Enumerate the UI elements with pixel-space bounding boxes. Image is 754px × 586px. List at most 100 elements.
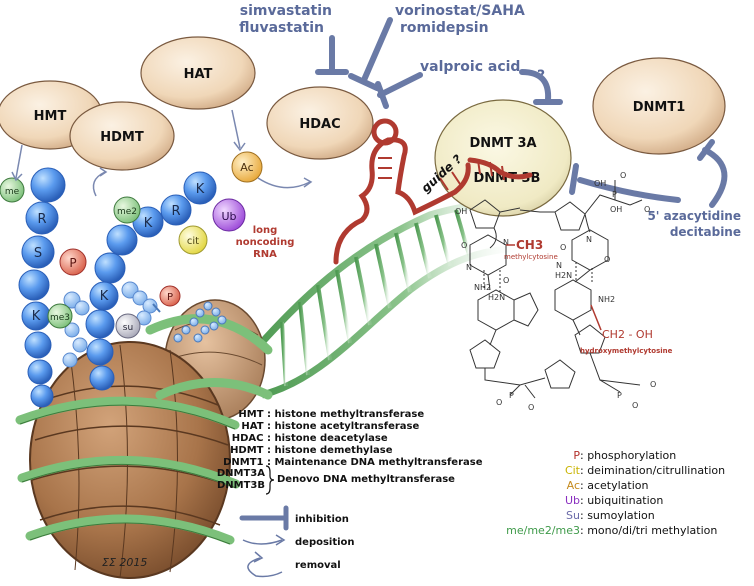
- svg-text:P: P: [612, 190, 617, 199]
- bead-left-K: K: [32, 309, 41, 324]
- svg-text:P: P: [617, 391, 622, 400]
- svg-text:O: O: [528, 403, 534, 412]
- abbr-key: HAT :: [241, 421, 271, 432]
- bead-right-R: R: [171, 204, 180, 219]
- inhibition-icon: [239, 505, 289, 531]
- abbr-key: DNMT1 :: [223, 457, 271, 468]
- lncrna: [333, 118, 533, 265]
- svg-text:O: O: [560, 243, 566, 252]
- svg-text:deposition: deposition: [295, 537, 355, 548]
- bead-right-K1: K: [196, 182, 205, 197]
- legend-row-phosphorylation: P: phosphorylation: [480, 449, 676, 462]
- ch2oh-bond: [590, 304, 602, 331]
- mod-su: su: [115, 313, 141, 339]
- svg-text:NH2: NH2: [598, 295, 615, 304]
- svg-text:O: O: [632, 401, 638, 410]
- svg-text:HMT: HMT: [34, 109, 67, 124]
- abbr-desc: histone acetyltransferase: [274, 421, 420, 432]
- svg-text:CH3: CH3: [516, 238, 543, 252]
- chem-labels: OH OH OH NH2 H2N NH2 H2N N N N N O O O O…: [455, 171, 656, 412]
- mod-me3: me3: [47, 303, 73, 329]
- abbr-row-dnmt1: DNMT1 : Maintenance DNA methyltransferas…: [213, 457, 483, 468]
- abbr-key: HDAC :: [231, 433, 271, 444]
- svg-text:OH: OH: [610, 205, 622, 214]
- svg-text:decitabine: decitabine: [670, 225, 741, 239]
- svg-text:su: su: [123, 323, 133, 333]
- svg-text:cit: cit: [187, 236, 199, 247]
- mod-me2: me2: [113, 196, 141, 224]
- svg-text:Ac: Ac: [240, 161, 253, 174]
- enzyme-dnmt1: DNMT1: [592, 57, 726, 155]
- abbr-desc: histone methyltransferase: [274, 409, 425, 420]
- legend-abbr: me/me2/me3: [506, 524, 580, 537]
- arrow-legend-labels: inhibition deposition removal: [295, 514, 355, 571]
- bead-right-K2: K: [144, 216, 153, 231]
- lncrna-label: long noncoding RNA: [236, 225, 295, 260]
- drug-hypomethylating: 5' azacytidine decitabine: [647, 209, 741, 239]
- svg-text:hydroxymethylcytosine: hydroxymethylcytosine: [580, 347, 673, 355]
- bead-right-K3: K: [100, 289, 109, 304]
- svg-text:NH2: NH2: [474, 283, 491, 292]
- abbr-key: DNMT3B: [216, 480, 265, 491]
- legend-abbr: Cit: [564, 464, 580, 477]
- svg-text:O: O: [503, 276, 509, 285]
- svg-text:me3: me3: [50, 313, 70, 323]
- hydroxymethylcytosine-label: CH2 - OH hydroxymethylcytosine: [580, 328, 673, 355]
- svg-text:long: long: [253, 225, 278, 236]
- bead-left-S: S: [34, 246, 42, 261]
- enzyme-arrows: [11, 109, 313, 197]
- mod-me: me: [0, 177, 25, 203]
- abbr-desc: Maintenance DNA methyltransferase: [274, 457, 483, 468]
- legend-desc: : sumoylation: [580, 509, 655, 522]
- abbr-desc: histone demethylase: [274, 445, 393, 456]
- svg-text:H2N: H2N: [555, 271, 572, 280]
- svg-text:HAT: HAT: [184, 67, 213, 82]
- bead-left-R: R: [37, 212, 46, 227]
- mod-cit: cit: [178, 225, 208, 255]
- svg-text:HDAC: HDAC: [299, 117, 340, 132]
- lncrna-ticks: [378, 157, 505, 191]
- abbr-key: DNMT3A: [216, 468, 265, 479]
- artist-signature: ƩƩ 2015: [102, 556, 147, 569]
- svg-text:O: O: [461, 241, 467, 250]
- svg-text:noncoding: noncoding: [236, 237, 295, 248]
- svg-text:O: O: [644, 205, 650, 214]
- legend-desc: : deimination/citrullination: [580, 464, 726, 477]
- legend-abbr: P: [573, 449, 580, 462]
- svg-text:fluvastatin: fluvastatin: [239, 20, 324, 36]
- svg-text:N: N: [556, 261, 562, 270]
- svg-text:Ub: Ub: [221, 210, 236, 223]
- abbr-row-hdac: HDAC : histone deacetylase: [213, 433, 388, 444]
- svg-text:OH: OH: [455, 207, 467, 216]
- svg-text:P: P: [69, 256, 76, 270]
- svg-text:vorinostat/SAHA: vorinostat/SAHA: [395, 3, 525, 19]
- svg-text:inhibition: inhibition: [295, 514, 349, 525]
- dna-wrap: [15, 314, 273, 545]
- legend-abbr: Ub: [564, 494, 580, 507]
- legend-desc: : mono/di/tri methylation: [580, 524, 718, 537]
- svg-text:DNMT 3A: DNMT 3A: [469, 136, 536, 151]
- svg-text:5' azacytidine: 5' azacytidine: [647, 209, 741, 223]
- svg-text:O: O: [604, 255, 610, 264]
- svg-text:P: P: [167, 292, 173, 303]
- svg-text:O: O: [650, 380, 656, 389]
- svg-text:simvastatin: simvastatin: [240, 3, 332, 19]
- chemistry-structure: [469, 180, 643, 399]
- denovo-brace: [265, 465, 275, 495]
- svg-text:O: O: [620, 171, 626, 180]
- legend-row-citrullination: Cit: deimination/citrullination: [480, 464, 725, 477]
- legend-row-ubiquitination: Ub: ubiquitination: [480, 494, 663, 507]
- enzyme-hdmt: HDMT: [69, 101, 175, 171]
- svg-text:OH: OH: [594, 179, 606, 188]
- bead-labels: R S K K R K K: [32, 182, 205, 324]
- abbr-row-dnmt3a: DNMT3A: [213, 468, 265, 479]
- deposition-icon: [242, 534, 286, 546]
- abbr-row-hmt: HMT : histone methyltransferase: [213, 409, 424, 420]
- legend-row-sumoylation: Su: sumoylation: [480, 509, 655, 522]
- histone-tail-left: [18, 167, 90, 408]
- legend-abbr: Su: [566, 509, 580, 522]
- histone-tail-right: [85, 171, 217, 391]
- methylcytosine-label: CH3 methylcytosine: [504, 238, 558, 261]
- legend-desc: : ubiquitination: [580, 494, 664, 507]
